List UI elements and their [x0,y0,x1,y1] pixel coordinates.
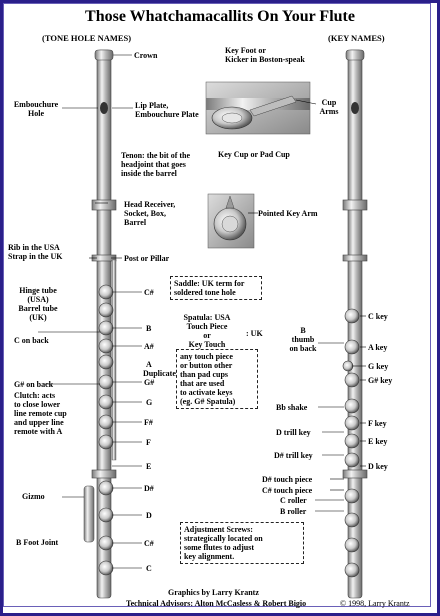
bb-shake-label: Bb shake [276,403,308,412]
tone-hole-csharp-low: C# [144,539,154,548]
csharp-touch-piece-label: C# touch piece [262,486,313,495]
left-flute [83,49,117,599]
page-frame-inner [3,3,431,607]
dsharp-trill-key-label: D# trill key [274,451,313,460]
left-key-cups [98,284,114,576]
tone-hole-gsharp: G# [144,378,155,387]
rib-label: Rib in the USA Strap in the UK [8,243,63,261]
a-key-label: A key [368,343,388,352]
b-roller-label: B roller [280,507,307,516]
b-foot-joint-label: B Foot Joint [16,538,59,547]
gizmo-label: Gizmo [22,492,45,501]
embouchure-hole-label: Embouchure Hole [13,100,59,118]
saddle-note: Saddle: UK term for soldered tone hole [170,276,262,300]
pointed-key-arm-photo [207,193,255,249]
lip-plate-label: Lip Plate, Embouchure Plate [135,101,199,119]
cup-arms-label: Cup Arms [319,98,339,116]
c-key-label: C key [368,312,388,321]
tone-hole-d: D [146,511,152,520]
leader-lines [38,54,366,569]
cup-arms-photo [205,81,311,135]
key-names-header: (KEY NAMES) [328,33,385,43]
tone-hole-b: B [146,324,152,333]
pointed-key-arm-label: Pointed Key Arm [258,209,318,218]
spatula-label: Spatula: USA Touch Piece or Key Touch [183,313,231,349]
duplicate-label: Duplicate [143,369,176,378]
tone-hole-g: G [146,398,153,407]
crown-label: Crown [134,51,158,60]
page-title: Those Whatchamacallits On Your Flute [85,8,355,25]
post-label: Post or Pillar [124,254,170,263]
tenon-label: Tenon: the bit of the headjoint that goe… [121,151,191,178]
gsharp-key-label: G# key [368,376,393,385]
e-key-label: E key [368,437,388,446]
tone-hole-c: C [146,564,152,573]
clutch-label: Clutch: acts to close lower line remote … [14,391,67,436]
touch-piece-note: any touch piece or button other than pad… [176,349,258,409]
spatula-uk-label: : UK [246,329,263,338]
d-key-label: D key [368,462,388,471]
f-key-label: F key [368,419,387,428]
graphics-credit: Graphics by Larry Krantz [168,588,259,597]
right-key-cups [342,308,360,578]
copyright: © 1998, Larry Krantz [340,599,410,608]
dsharp-touch-piece-label: D# touch piece [262,475,313,484]
adjustment-screws-note: Adjustment Screws: strategically located… [180,522,304,564]
g-key-label: G key [368,362,389,371]
advisors-credit: Technical Advisors: Alton McCasless & Ro… [126,599,307,608]
tone-hole-a: A [146,360,152,369]
tone-hole-header: (TONE HOLE NAMES) [42,33,132,43]
tone-hole-csharp: C# [144,288,154,297]
tone-hole-asharp: A# [144,342,154,351]
gsharp-on-back-label: G# on back [14,380,54,389]
c-roller-label: C roller [280,496,307,505]
b-thumb-label: B thumb on back [289,326,317,353]
head-receiver-label: Head Receiver, Socket, Box, Barrel [124,200,176,227]
key-cup-label: Key Cup or Pad Cup [218,150,290,159]
key-foot-label: Key Foot or Kicker in Boston-speak [225,46,305,64]
d-trill-key-label: D trill key [276,428,311,437]
tone-hole-f: F [146,438,151,447]
tone-hole-e: E [146,462,152,471]
hinge-tube-label: Hinge tube (USA) Barrel tube (UK) [18,286,58,322]
tone-hole-dsharp: D# [144,484,154,493]
right-flute [342,49,368,599]
tone-hole-fsharp: F# [144,418,153,427]
c-on-back-label: C on back [14,336,49,345]
